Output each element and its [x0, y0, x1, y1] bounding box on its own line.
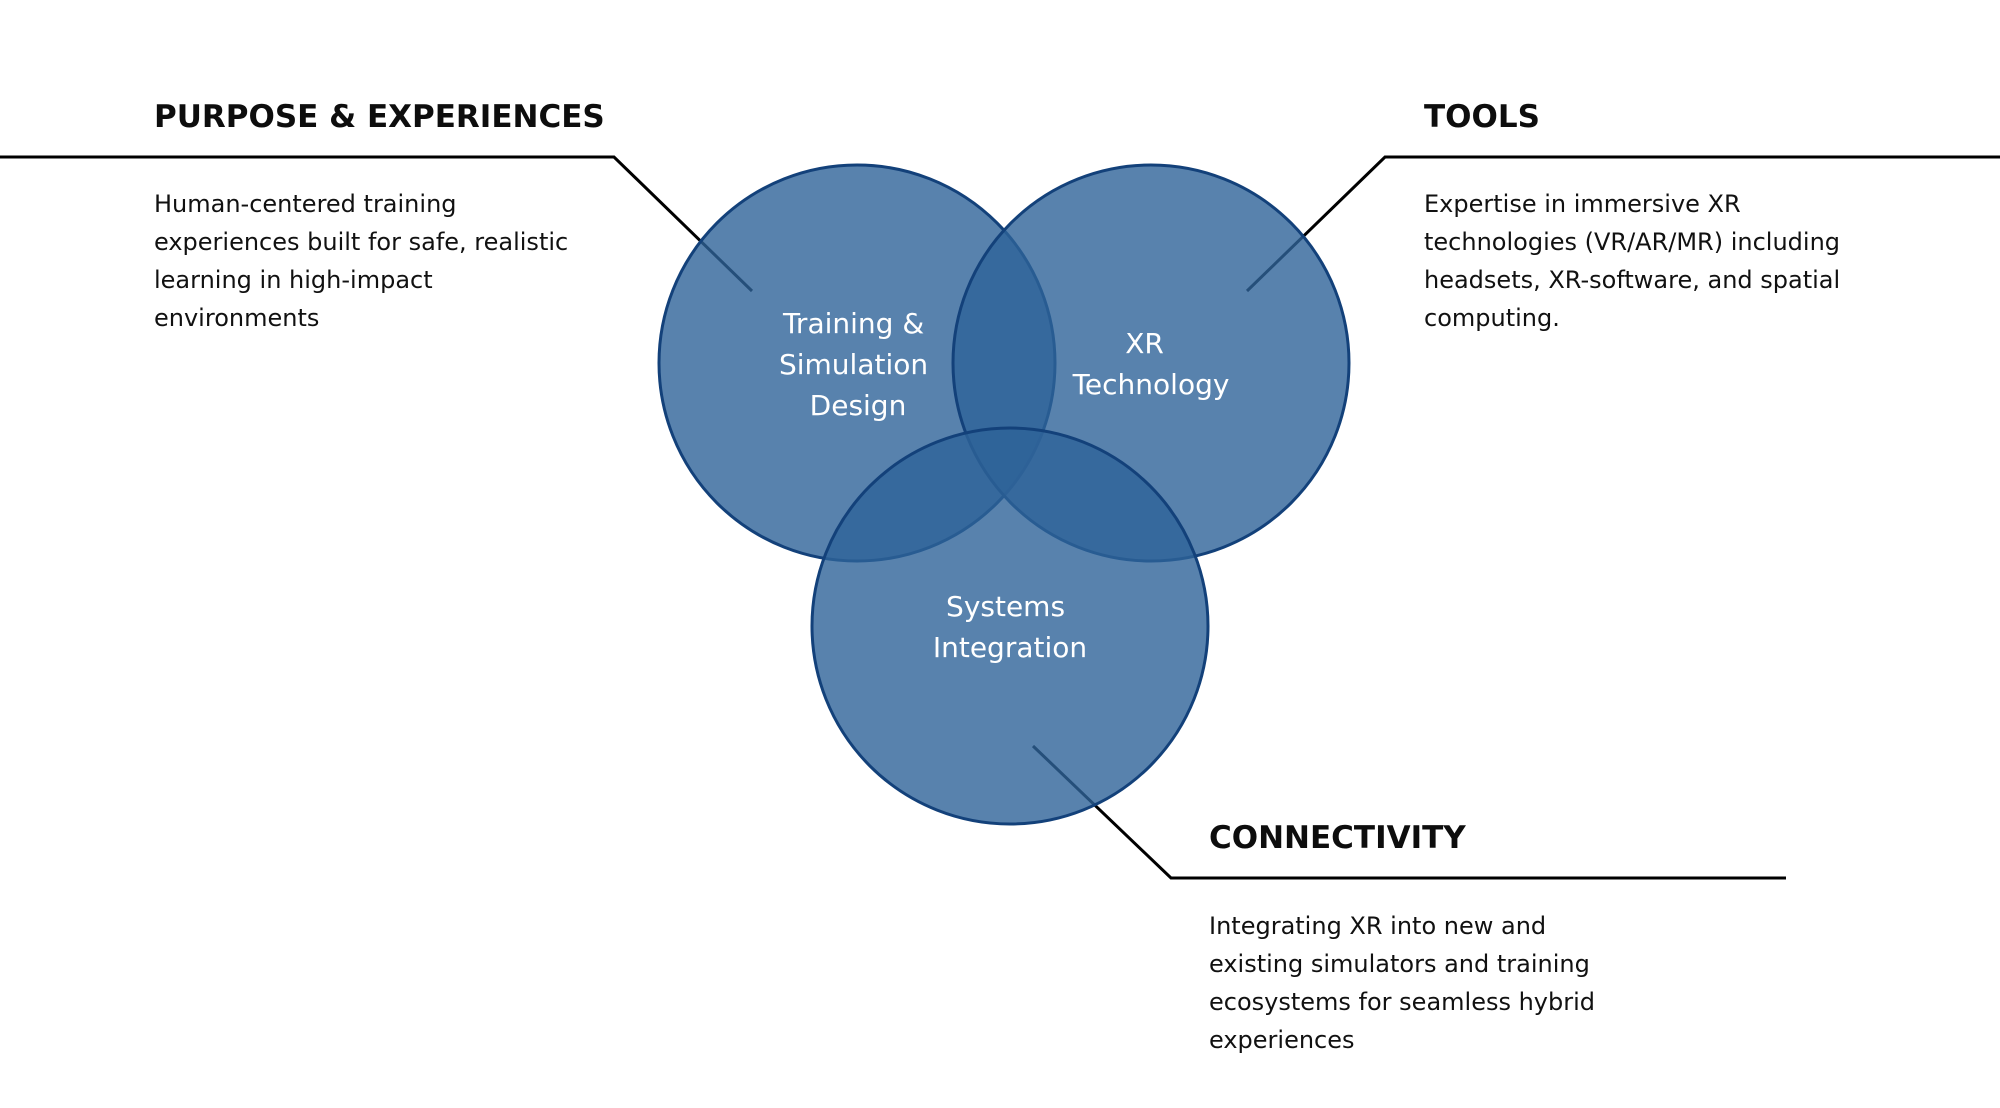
tools-description-line: technologies (VR/AR/MR) including	[1424, 228, 1841, 256]
circle-systems-integration	[810, 426, 1210, 826]
xr-technology-label: XR Technology	[1072, 327, 1230, 401]
training-simulation-design-label: Training & Simulation Design	[779, 307, 937, 422]
purpose-description: Human-centered training experiences buil…	[154, 185, 568, 337]
systems-integration-label: Systems Integration	[933, 590, 1087, 664]
connectivity-description-line: existing simulators and training	[1209, 950, 1590, 978]
connectivity-description-line: experiences	[1209, 1026, 1355, 1054]
purpose-description-line: Human-centered training	[154, 190, 457, 218]
connectivity-description-line: Integrating XR into new and	[1209, 912, 1547, 940]
purpose-heading: PURPOSE & EXPERIENCES	[154, 99, 605, 135]
tools-description-line: Expertise in immersive XR	[1424, 190, 1741, 218]
purpose-description-line: learning in high-impact	[154, 266, 433, 294]
connectivity-description-line: ecosystems for seamless hybrid	[1209, 988, 1596, 1016]
tools-heading: TOOLS	[1424, 99, 1540, 135]
connectivity-heading: CONNECTIVITY	[1209, 820, 1466, 856]
purpose-description-line: experiences built for safe, realistic	[154, 228, 569, 256]
tools-description: Expertise in immersive XR technologies (…	[1424, 185, 1840, 337]
purpose-description-line: environments	[154, 304, 320, 332]
tools-description-line: headsets, XR-software, and spatial	[1424, 266, 1841, 294]
tools-description-line: computing.	[1424, 304, 1560, 332]
connectivity-description: Integrating XR into new and existing sim…	[1209, 907, 1595, 1059]
